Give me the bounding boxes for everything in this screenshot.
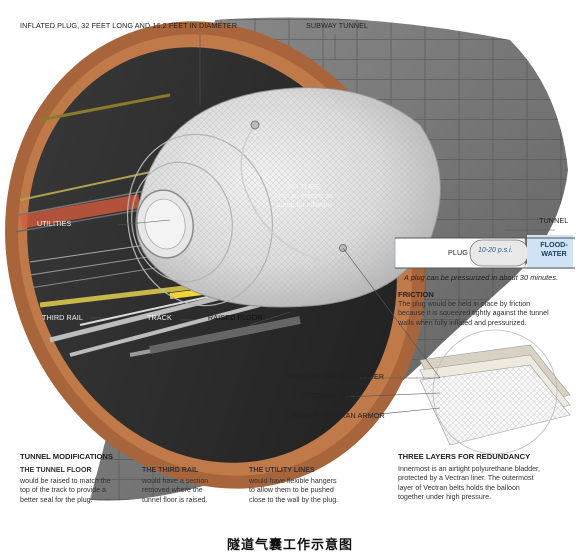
friction-line-1: The plug would be held in place by frict…	[398, 300, 531, 308]
third-rail-text: would have a section removed where the t…	[142, 477, 242, 505]
raised-floor-label: RAISED FLOOR	[208, 313, 263, 322]
air-tube-label: AIR TUBE, from an electric air pump for …	[258, 182, 350, 209]
utility-lines-line-2: to allow them to be pushed	[249, 486, 334, 495]
pressure-label: 10-20 p.s.i.	[478, 247, 513, 254]
three-layers-text: Innermost is an airtight polyurethane bl…	[398, 465, 578, 502]
three-layers-line-2: protected by a Vectran liner. The outerm…	[398, 474, 534, 483]
third-rail-line-1: would have a section	[142, 477, 209, 485]
utility-lines-line-1: would have flexible hangers	[249, 477, 337, 485]
air-tube-line-3: pump for inflation	[276, 200, 332, 209]
three-layers-title: THREE LAYERS FOR REDUNDANCY	[398, 452, 531, 461]
floodwater-line-2: WATER	[541, 248, 567, 258]
plug-callout	[394, 229, 575, 269]
plug-label: PLUG	[448, 248, 468, 257]
vectran-liner-label: VECTRAN LINER	[301, 391, 360, 400]
utility-lines-line-3: close to the wall by the plug.	[249, 495, 339, 504]
friction-line-3: walls when fully inflated and pressurize…	[398, 318, 527, 327]
tunnel-floor-text: would be raised to match the top of the …	[20, 477, 135, 505]
friction-line-2: because it is squeezed tightly against t…	[398, 309, 549, 318]
three-layers-line-1: Innermost is an airtight polyurethane bl…	[398, 465, 540, 473]
tunnel-floor-line-1: would be raised to match the	[20, 477, 111, 485]
woven-armor-label: WOVEN VECTRAN ARMOR	[291, 411, 385, 420]
floodwater-label: FLOOD- WATER	[534, 240, 574, 258]
air-tube-line-1: AIR TUBE,	[286, 182, 322, 191]
inflated-plug	[126, 87, 441, 308]
utilities-label: UTILITIES	[37, 219, 72, 228]
utility-lines-title: THE UTILITY LINES	[249, 466, 315, 474]
polyurethane-label: POLYURETHANE BLADDER	[288, 372, 385, 381]
floodwater-line-1: FLOOD-	[540, 240, 568, 249]
tunnel-label: TUNNEL	[539, 216, 569, 225]
leader-lines	[90, 34, 441, 417]
third-rail-line-3: tunnel floor is raised.	[142, 495, 208, 504]
tunnel-modifications-title: TUNNEL MODIFICATIONS	[20, 452, 113, 461]
utility-lines-text: would have flexible hangers to allow the…	[249, 477, 369, 505]
tunnel-floor-line-2: top of the track to provide a	[20, 486, 106, 495]
subway-tunnel-label: SUBWAY TUNNEL	[306, 21, 369, 30]
three-layers-line-4: together under high pressure.	[398, 492, 492, 501]
pressurize-note: A plug can be pressurized in about 30 mi…	[404, 273, 559, 282]
diagram-caption: 隧道气囊工作示意图	[226, 537, 353, 552]
tunnel-floor-line-3: better seal for the plug.	[20, 495, 93, 504]
third-rail-title: THE THIRD RAIL	[142, 466, 199, 474]
layers-inset	[419, 329, 571, 455]
plug-size-label: INFLATED PLUG, 32 FEET LONG AND 16.2 FEE…	[20, 21, 237, 30]
air-tube-line-2: from an electric air	[274, 191, 334, 200]
third-rail-line-2: removed where the	[142, 486, 203, 495]
third-rail-label: THIRD RAIL	[42, 313, 83, 322]
tunnel-floor-title: THE TUNNEL FLOOR	[20, 466, 92, 474]
friction-title: FRICTION	[398, 290, 434, 299]
track-label: TRACK	[147, 313, 172, 322]
three-layers-line-3: layer of Vectran belts holds the balloon	[398, 483, 520, 492]
friction-text: The plug would be held in place by frict…	[398, 300, 578, 328]
